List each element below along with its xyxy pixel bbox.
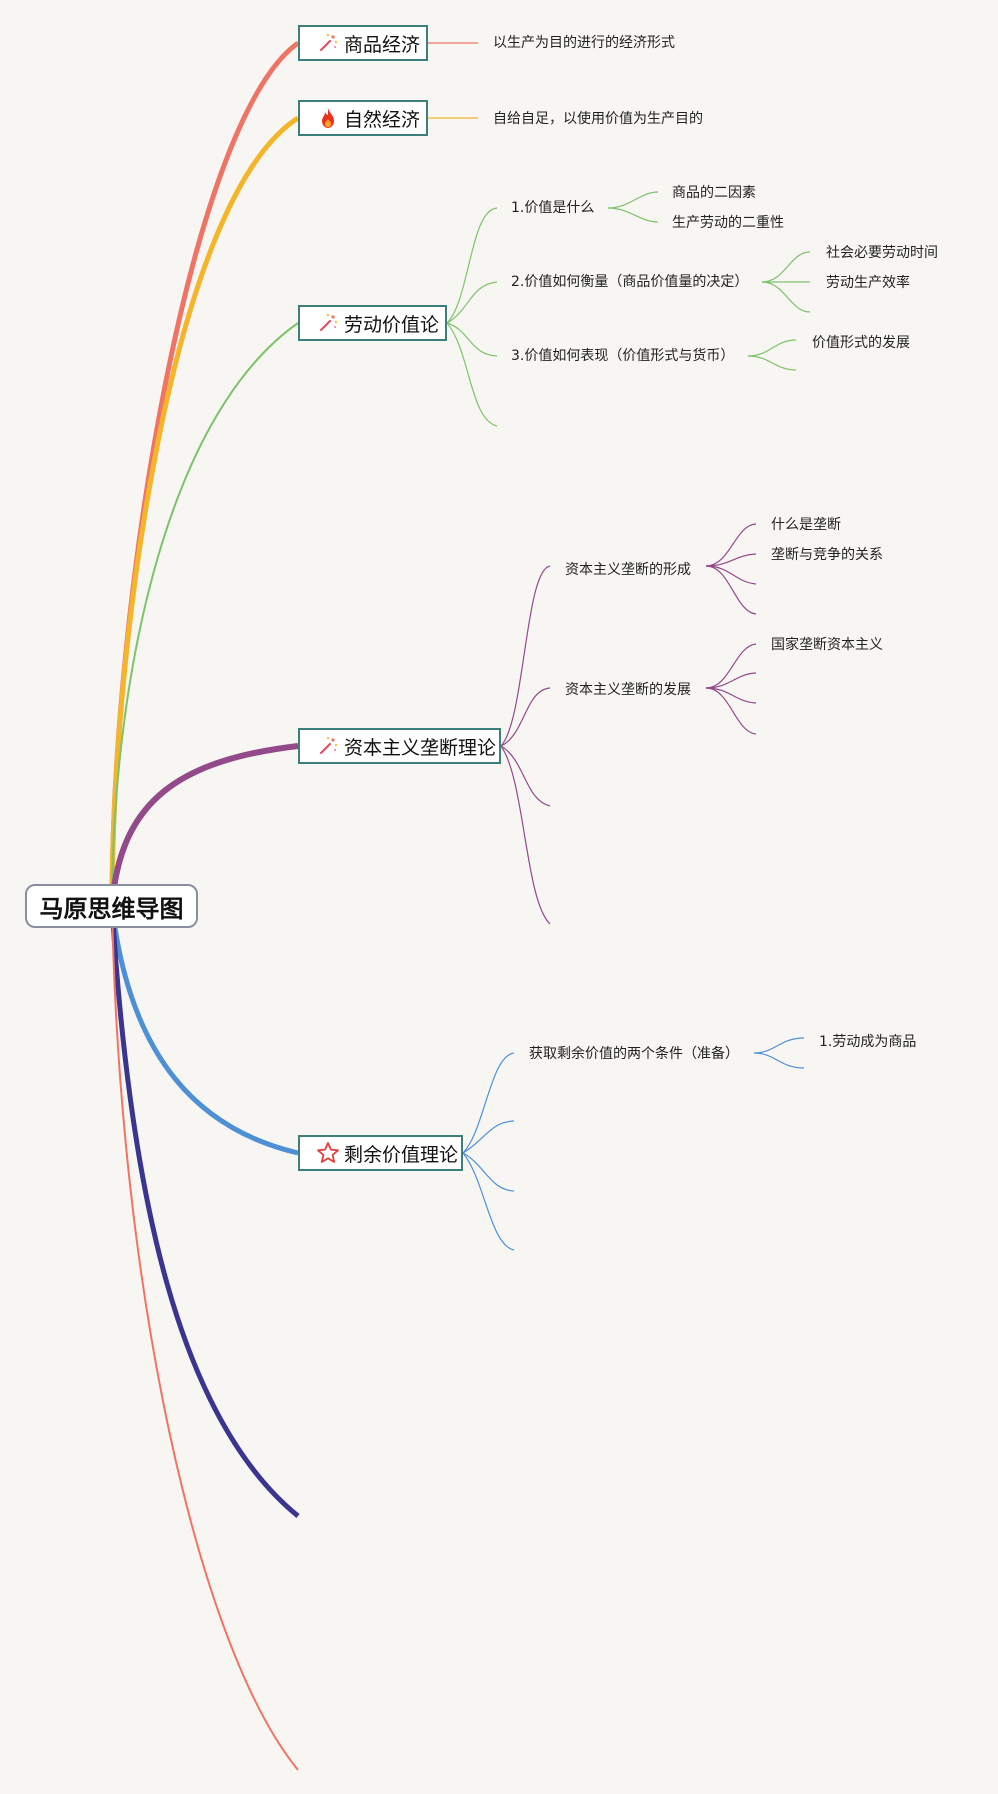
magic-sparkle-icon: [316, 31, 340, 55]
topic-title: 劳动价值论: [344, 313, 440, 336]
topic-monopoly[interactable]: 资本主义垄断理论: [298, 728, 501, 764]
topic-commodity-economy[interactable]: 商品经济: [298, 25, 428, 61]
surplus-1-child-1: [753, 1037, 805, 1054]
monopoly-branch-3: [500, 745, 551, 807]
monopoly-1-child-1: [705, 523, 757, 567]
branch-empty-red: [111, 905, 299, 1771]
monopoly-branch-4: [500, 745, 551, 925]
topic-natural-economy[interactable]: 自然经济: [298, 100, 428, 136]
monopoly-1-child-2: [705, 553, 757, 567]
monopoly-2-child-1: [705, 643, 757, 689]
fire-icon: [316, 106, 340, 130]
note-natural-economy: 自给自足，以使用价值为生产目的: [493, 111, 703, 127]
topic-title: 自然经济: [344, 108, 421, 131]
labor-2-child-1: [761, 251, 811, 283]
monopoly-2-child-2: [705, 672, 757, 689]
labor-item-3[interactable]: 3.价值如何表现（价值形式与货币）: [511, 348, 735, 364]
note-commodity-economy: 以生产为目的进行的经济形式: [493, 35, 675, 51]
star-outline-icon: [316, 1141, 340, 1165]
labor-item-2-child-2[interactable]: 劳动生产效率: [826, 275, 910, 291]
magic-sparkle-icon: [316, 734, 340, 758]
labor-branch-4: [446, 322, 498, 427]
topic-title: 资本主义垄断理论: [344, 736, 497, 759]
surplus-item-1[interactable]: 获取剩余价值的两个条件（准备）: [529, 1046, 739, 1062]
topic-title: 商品经济: [344, 33, 421, 56]
monopoly-1-child-3: [705, 565, 757, 585]
labor-branch-1: [446, 207, 498, 324]
monopoly-item-1-child-1[interactable]: 什么是垄断: [771, 517, 841, 533]
root-node[interactable]: 马原思维导图: [25, 884, 198, 928]
labor-2-child-3: [761, 281, 811, 313]
labor-1-child-2: [607, 207, 659, 223]
topic-title: 剩余价值理论: [344, 1143, 459, 1166]
surplus-1-child-2: [753, 1052, 805, 1069]
monopoly-item-1[interactable]: 资本主义垄断的形成: [565, 562, 691, 578]
surplus-branch-4: [462, 1152, 515, 1251]
branch-monopoly: [109, 743, 299, 907]
branch-commodity-economy: [109, 40, 300, 907]
surplus-branch-3: [462, 1152, 515, 1192]
monopoly-1-child-4: [705, 565, 757, 615]
surplus-branch-1: [462, 1052, 515, 1154]
branch-surplus-value: [109, 905, 299, 1156]
labor-item-2-child-1[interactable]: 社会必要劳动时间: [826, 245, 938, 261]
topic-labor-value[interactable]: 劳动价值论: [298, 305, 447, 341]
branch-empty-navy: [109, 905, 300, 1518]
magic-sparkle-icon: [316, 311, 340, 335]
monopoly-2-child-4: [705, 687, 757, 735]
labor-item-1-child-1[interactable]: 商品的二因素: [672, 185, 756, 201]
labor-3-child-2: [747, 355, 797, 371]
labor-item-1[interactable]: 1.价值是什么: [511, 200, 595, 216]
surplus-branch-2: [462, 1120, 515, 1154]
labor-1-child-1: [607, 191, 659, 209]
labor-item-3-child-1[interactable]: 价值形式的发展: [812, 335, 910, 351]
root-title: 马原思维导图: [39, 894, 184, 923]
labor-item-1-child-2[interactable]: 生产劳动的二重性: [672, 215, 784, 231]
monopoly-branch-1: [500, 565, 551, 747]
surplus-item-1-child-1[interactable]: 1.劳动成为商品: [819, 1034, 917, 1050]
topic-surplus-value[interactable]: 剩余价值理论: [298, 1135, 463, 1171]
labor-branch-2: [446, 281, 498, 324]
labor-item-2[interactable]: 2.价值如何衡量（商品价值量的决定）: [511, 274, 749, 290]
monopoly-item-2-child-1[interactable]: 国家垄断资本主义: [771, 637, 883, 653]
monopoly-branch-2: [500, 687, 551, 747]
labor-branch-3: [446, 322, 498, 357]
monopoly-item-1-child-2[interactable]: 垄断与竞争的关系: [771, 547, 883, 563]
branch-natural-economy: [109, 115, 300, 907]
monopoly-item-2[interactable]: 资本主义垄断的发展: [565, 682, 691, 698]
labor-3-child-1: [747, 339, 797, 357]
branch-labor-value: [111, 322, 299, 907]
